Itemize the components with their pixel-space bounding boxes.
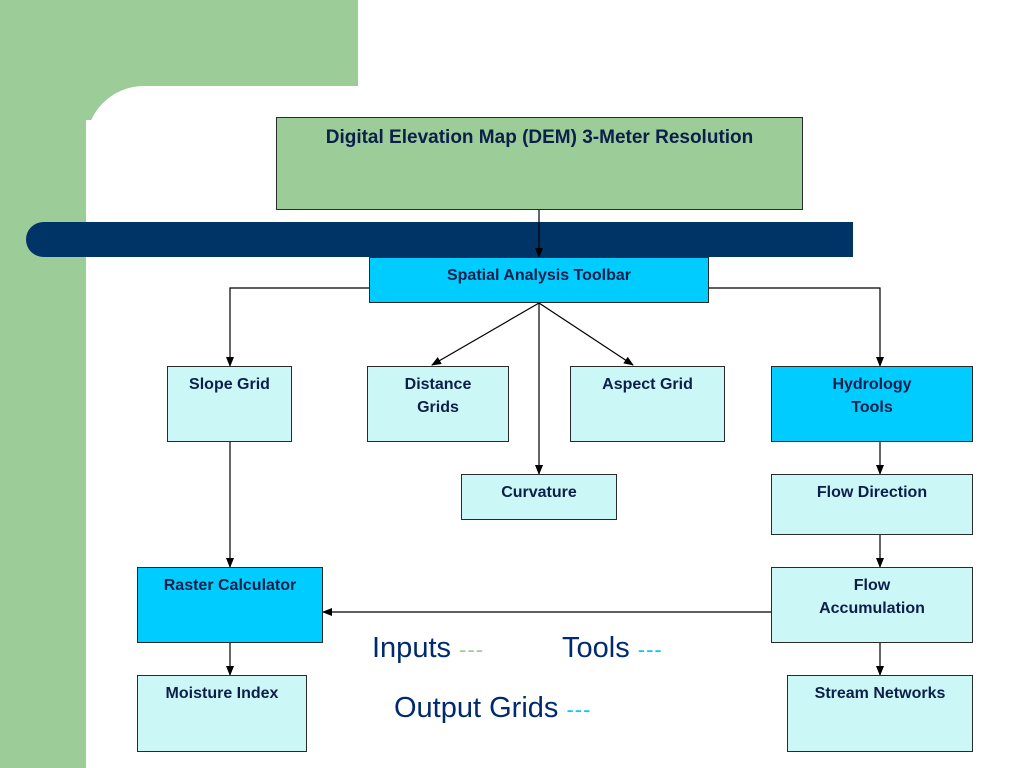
node-curvature: Curvature bbox=[461, 474, 617, 520]
legend-tools-label: Tools bbox=[562, 632, 630, 664]
legend-outputs-dash: --- bbox=[566, 697, 592, 722]
edge-toolbar-distance bbox=[431, 302, 540, 366]
legend-inputs-dash: --- bbox=[459, 637, 485, 662]
node-moisture-index: Moisture Index bbox=[137, 675, 307, 752]
node-flow-direction: Flow Direction bbox=[771, 474, 973, 535]
node-hydrology-tools: Hydrology Tools bbox=[771, 366, 973, 442]
title-bar bbox=[26, 222, 853, 257]
node-dem: Digital Elevation Map (DEM) 3-Meter Reso… bbox=[276, 117, 803, 210]
node-aspect-label: Aspect Grid bbox=[602, 376, 693, 393]
legend-tools: Tools --- bbox=[562, 632, 663, 665]
node-hydrology-label: Hydrology Tools bbox=[832, 376, 912, 416]
node-curvature-label: Curvature bbox=[501, 484, 577, 501]
node-slope-grid: Slope Grid bbox=[167, 366, 292, 442]
legend-inputs-label: Inputs bbox=[372, 632, 451, 664]
node-slope-label: Slope Grid bbox=[189, 376, 270, 393]
node-stream-networks-label: Stream Networks bbox=[814, 685, 946, 702]
node-flow-accumulation: Flow Accumulation bbox=[771, 567, 973, 643]
node-flow-direction-label: Flow Direction bbox=[816, 484, 928, 501]
node-dem-label: Digital Elevation Map (DEM) 3-Meter Reso… bbox=[325, 127, 754, 148]
legend-tools-dash: --- bbox=[637, 637, 663, 662]
node-spatial-analysis-toolbar: Spatial Analysis Toolbar bbox=[369, 257, 709, 303]
edge-toolbar-slope bbox=[226, 287, 369, 367]
node-toolbar-label: Spatial Analysis Toolbar bbox=[446, 267, 632, 284]
node-flow-accumulation-label: Flow Accumulation bbox=[819, 577, 925, 617]
node-aspect-grid: Aspect Grid bbox=[570, 366, 725, 442]
legend-outputs-label: Output Grids bbox=[394, 692, 559, 724]
node-raster-calculator-label: Raster Calculator bbox=[163, 577, 297, 594]
edge-toolbar-hydrology bbox=[709, 287, 884, 367]
legend-inputs: Inputs --- bbox=[372, 632, 484, 665]
edge-toolbar-aspect bbox=[538, 302, 634, 366]
legend-output-grids: Output Grids --- bbox=[394, 692, 591, 725]
node-distance-label: Distance Grids bbox=[404, 376, 472, 416]
node-moisture-index-label: Moisture Index bbox=[165, 685, 279, 702]
node-stream-networks: Stream Networks bbox=[787, 675, 973, 752]
node-distance-grids: Distance Grids bbox=[367, 366, 509, 442]
background-green-left bbox=[0, 0, 86, 768]
node-raster-calculator: Raster Calculator bbox=[137, 567, 323, 643]
